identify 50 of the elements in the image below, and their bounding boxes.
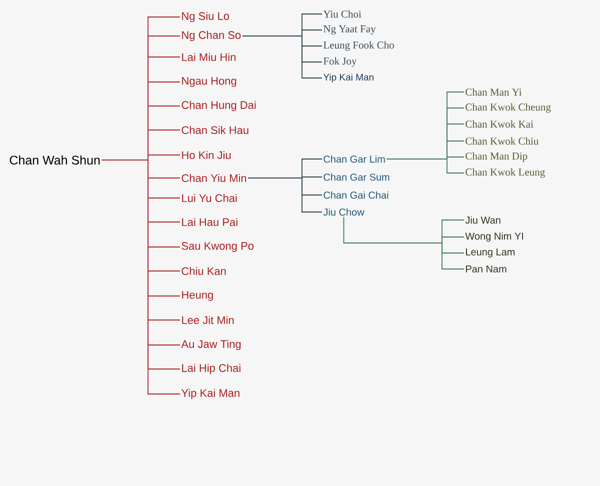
- child-name: Lee Jit Min: [182, 316, 234, 324]
- person-name: Yiu Choi: [323, 10, 362, 18]
- child-name: Chan Hung Dai: [182, 100, 256, 112]
- child-name: Heung: [182, 291, 213, 301]
- child-name: Ngau Hong: [182, 77, 236, 87]
- child-name: Au Jaw Ting: [181, 340, 241, 350]
- connector-line: [302, 176, 322, 178]
- child-name: Lui Yu Chai: [182, 194, 237, 202]
- person-name: Chan Kwok Leung: [466, 168, 545, 178]
- child-name: Chan Yiu Min: [182, 174, 246, 182]
- connector-line: [442, 242, 464, 270]
- person-name: Chan Kwok Chiu: [466, 137, 539, 145]
- person-name: Chan Kwok Kai: [466, 120, 534, 128]
- person-name: Chan Kwok Cheung: [466, 103, 551, 113]
- connector-line: [302, 30, 322, 36]
- child-name: Chiu Kan: [182, 266, 226, 276]
- connector-line: [446, 156, 464, 160]
- person-name: Leung Fook Cho: [324, 41, 394, 51]
- person-name: Jiu Chow: [323, 208, 364, 216]
- person-name: Leung Lam: [466, 248, 515, 258]
- child-name: Ng Siu Lo: [182, 12, 230, 22]
- child-name: Sau Kwong Po: [182, 242, 254, 252]
- person-name: Ng Yaat Fay: [324, 25, 376, 35]
- connector-line: [148, 154, 180, 160]
- person-name: Chan Man Dip: [466, 152, 528, 162]
- connector-line: [302, 36, 322, 78]
- connector-line: [442, 236, 464, 244]
- child-name: Ng Chan So: [182, 30, 241, 42]
- person-name: Chan Man Yi: [466, 88, 522, 96]
- person-name: Pan Nam: [466, 266, 506, 272]
- child-name: Yip Kai Man: [181, 388, 240, 400]
- person-name: Fok Joy: [324, 57, 357, 67]
- child-name: Ho Kin Jiu: [182, 150, 231, 160]
- connector-line: [343, 216, 442, 244]
- person-name: Jiu Wan: [465, 216, 500, 224]
- child-name: Chan Sik Hau: [182, 126, 248, 134]
- child-name: Lai Hip Chai: [182, 364, 240, 374]
- person-name: Chan Gar Sum: [324, 173, 390, 181]
- connector-line: [302, 158, 322, 178]
- connector-line: [446, 140, 464, 160]
- connector-line: [446, 158, 464, 174]
- child-name: Lai Miu Hin: [182, 52, 236, 62]
- connector-line: [386, 158, 448, 160]
- person-name: Yip Kai Man: [323, 74, 374, 82]
- root-name: Chan Wah Shun: [10, 155, 100, 165]
- person-name: Chan Gai Chai: [324, 191, 388, 199]
- person-name: Chan Gar Lim: [324, 155, 385, 163]
- connector-line: [302, 178, 322, 212]
- person-name: Wong Nim YI: [465, 232, 523, 242]
- child-name: Lai Hau Pai: [182, 218, 238, 226]
